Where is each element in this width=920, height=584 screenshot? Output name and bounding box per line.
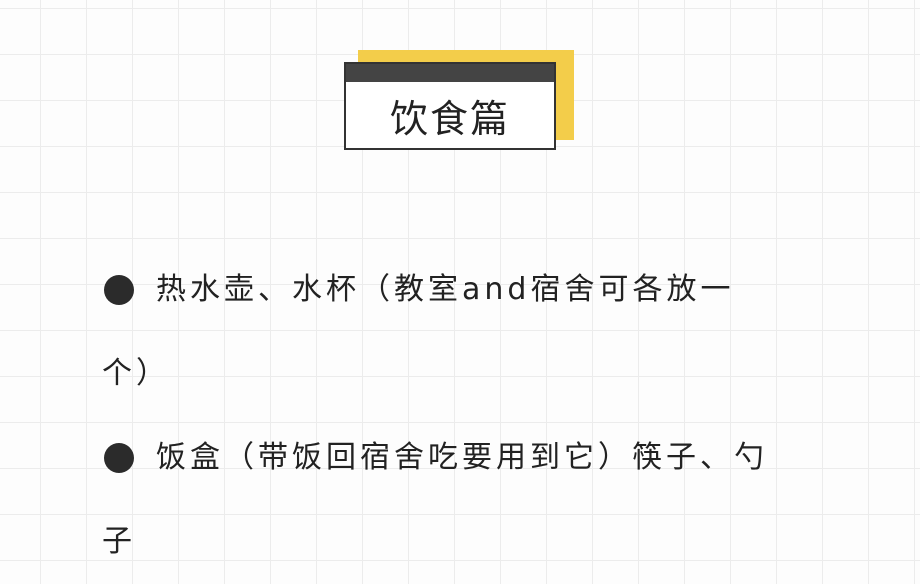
- list-item: 饭盒（带饭回宿舍吃要用到它）筷子、勺 子: [102, 416, 842, 584]
- list-item-text-line2: 个）: [102, 356, 170, 391]
- list-item: 热水壶、水杯（教室and宿舍可各放一 个）: [102, 248, 842, 416]
- list-item-text-line2: 子: [102, 524, 136, 559]
- item-list: 热水壶、水杯（教室and宿舍可各放一 个） 饭盒（带饭回宿舍吃要用到它）筷子、勺…: [102, 248, 842, 584]
- title-top-bar: [346, 64, 554, 82]
- list-item-text-line1: 热水壶、水杯（教室and宿舍可各放一: [156, 272, 735, 307]
- section-title: 饮食篇: [389, 96, 510, 141]
- list-item-text-line1: 饭盒（带饭回宿舍吃要用到它）筷子、勺: [156, 440, 768, 475]
- title-box: 饮食篇: [344, 62, 556, 150]
- bullet-dot-icon: [104, 275, 134, 305]
- section-title-label: 饮食篇: [344, 50, 574, 154]
- bullet-dot-icon: [104, 443, 134, 473]
